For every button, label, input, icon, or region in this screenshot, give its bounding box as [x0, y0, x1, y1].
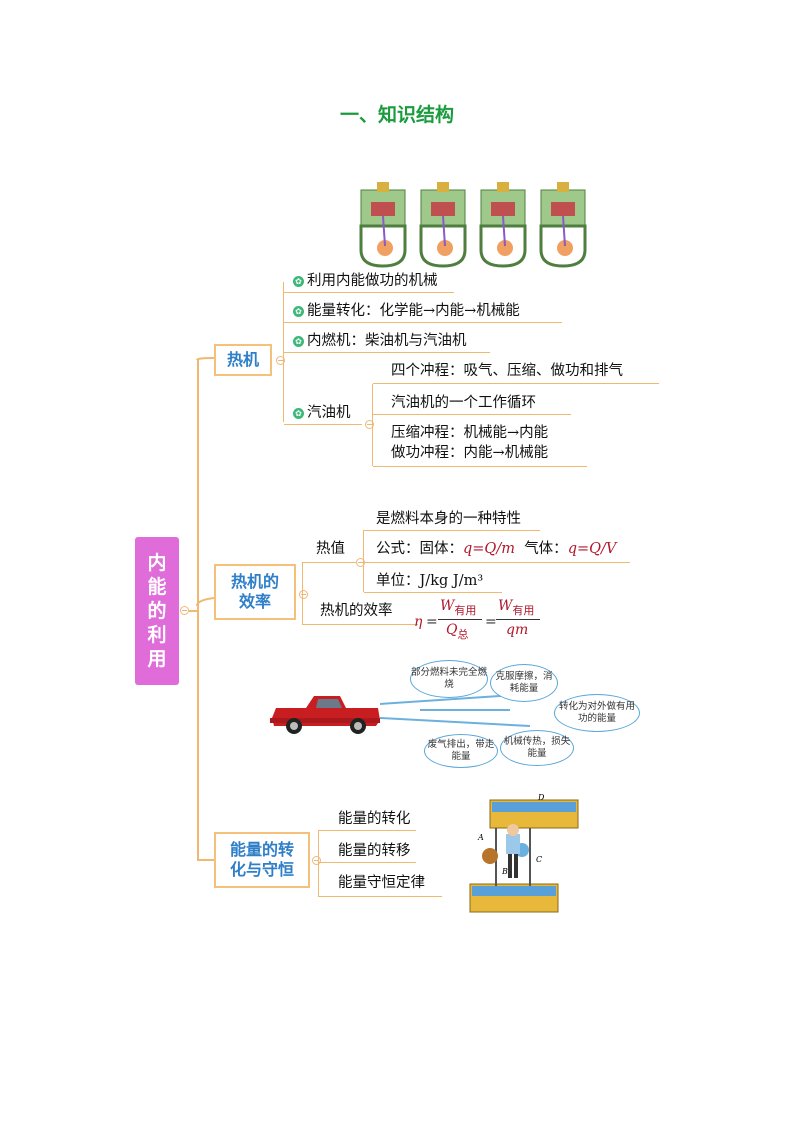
gasoline-power: 做功冲程：内能→机械能 [391, 445, 549, 461]
root-collapse-toggle[interactable]: − [180, 606, 189, 615]
loss-bubble-2: 克服摩擦，消耗能量 [490, 664, 558, 702]
engine-cylinder-icon [359, 182, 587, 268]
node-conservation[interactable]: 能量的转化与守恒 [214, 832, 310, 888]
underline [373, 466, 587, 467]
trunk-connector [189, 610, 199, 612]
engine-cylinder-1 [359, 182, 407, 268]
level1-curves [196, 357, 215, 861]
gasoline-strokes: 四个冲程：吸气、压缩、做功和排气 [391, 363, 623, 379]
underline [302, 562, 360, 563]
calorific-unit: 单位：J/kg J/m³ [376, 573, 484, 589]
label-C: C [536, 855, 542, 864]
efficiency-label: 热机的效率 [230, 572, 279, 611]
gasoline-branch-line [372, 384, 373, 466]
gasoline-compression: 压缩冲程：机械能→内能 [391, 425, 549, 441]
efficiency-collapse-toggle[interactable]: − [299, 590, 308, 599]
conservation-item-2: 能量的转移 [338, 843, 411, 859]
conservation-item-1: 能量的转化 [338, 811, 411, 827]
label-B: B [501, 867, 508, 876]
node-heat-engine[interactable]: 热机 [214, 344, 272, 376]
underline [318, 830, 416, 831]
calorific-property: 是燃料本身的一种特性 [376, 511, 521, 527]
underline [318, 862, 416, 863]
loss-bubble-5: 机械传热，损失能量 [500, 730, 574, 766]
underline [284, 352, 490, 353]
underline [318, 896, 442, 897]
engine-cylinder-4 [539, 182, 587, 268]
label-D: D [537, 793, 545, 802]
flower-bullet-icon: ✿ [293, 335, 304, 347]
calorific-branch-line [363, 530, 364, 592]
conservation-label: 能量的转化与守恒 [229, 840, 294, 879]
heat-engine-item-3: ✿内燃机：柴油机与汽油机 [293, 332, 467, 350]
conservation-collapse-toggle[interactable]: − [312, 856, 321, 865]
heat-engine-label: 热机 [226, 350, 259, 369]
flower-bullet-icon: ✿ [293, 275, 304, 287]
underline [373, 383, 659, 384]
energy-conservation-experiment-image: A B C D [469, 793, 579, 913]
underline [364, 562, 630, 563]
flower-bullet-icon: ✿ [293, 407, 304, 419]
underline [302, 624, 418, 625]
loss-bubble-4: 废气排出，带走能量 [424, 734, 498, 768]
conservation-item-3: 能量守恒定律 [338, 875, 425, 891]
engine-efficiency-label: 热机的效率 [320, 603, 393, 619]
underline [364, 592, 502, 593]
conservation-branch-line [318, 830, 319, 896]
heat-engine-branch-line [283, 282, 284, 422]
gasoline-cycle: 汽油机的一个工作循环 [391, 395, 536, 411]
efficiency-formula: η = W有用 Q总 = W有用 qm [414, 598, 544, 646]
calorific-label: 热值 [316, 541, 345, 557]
engine-cylinder-3 [479, 182, 527, 268]
engine-cylinder-2 [419, 182, 467, 268]
underline [284, 322, 562, 323]
heat-engine-collapse-toggle[interactable]: − [276, 356, 285, 365]
root-node[interactable]: 内能的利用 [135, 537, 179, 685]
efficiency-branch-line [302, 562, 303, 624]
underline [284, 424, 362, 425]
red-pickup-truck-image [270, 696, 380, 734]
label-A: A [477, 833, 484, 842]
engine-strokes-illustration [359, 182, 587, 268]
flower-bullet-icon: ✿ [293, 305, 304, 317]
loss-bubble-1: 部分燃料未完全燃烧 [410, 660, 488, 698]
node-efficiency[interactable]: 热机的效率 [214, 564, 296, 620]
heat-engine-item-1: ✿利用内能做功的机械 [293, 272, 438, 290]
calorific-formula: 公式：固体：q=Q/m 气体：q=Q/V [376, 541, 617, 557]
underline [373, 414, 571, 415]
page-title: 一、知识结构 [339, 104, 454, 126]
heat-engine-item-2: ✿能量转化：化学能→内能→机械能 [293, 302, 520, 320]
heat-engine-item-gasoline[interactable]: ✿汽油机 [293, 404, 351, 422]
gasoline-collapse-toggle[interactable]: − [365, 420, 374, 429]
underline [284, 292, 454, 293]
loss-bubble-3: 转化为对外做有用功的能量 [554, 694, 640, 732]
root-label: 内能的利用 [147, 552, 167, 670]
underline [364, 530, 540, 531]
